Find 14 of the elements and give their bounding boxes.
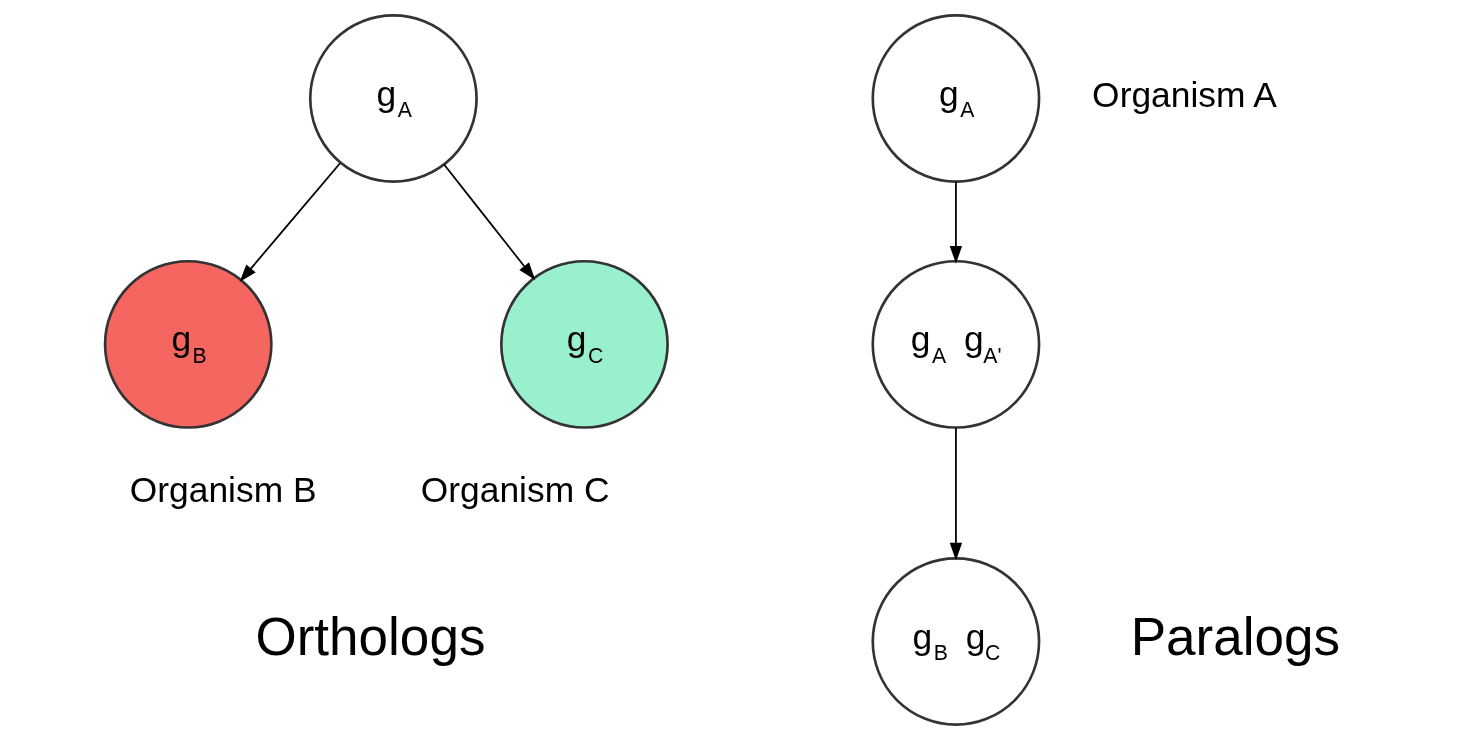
arrow	[949, 180, 962, 264]
label: Orthologs	[254, 606, 485, 666]
node-circle: g$_{B}$	[103, 259, 273, 429]
node-label: Organism A	[1091, 75, 1277, 115]
node-circle: g$_{A}$	[308, 14, 478, 183]
node-circle: g$_{A}$	[870, 14, 1040, 183]
node-circle: g$_{A}$ g$_{A'}$	[870, 259, 1040, 429]
node-circle: g$_{B}$ g$_{C}$	[870, 557, 1040, 726]
node-label: Organism C	[420, 469, 609, 509]
arrow	[239, 162, 341, 282]
label: Paralogs	[1130, 606, 1340, 666]
node-label: Organism B	[129, 469, 317, 509]
arrow	[442, 163, 535, 281]
arrow	[949, 427, 962, 561]
